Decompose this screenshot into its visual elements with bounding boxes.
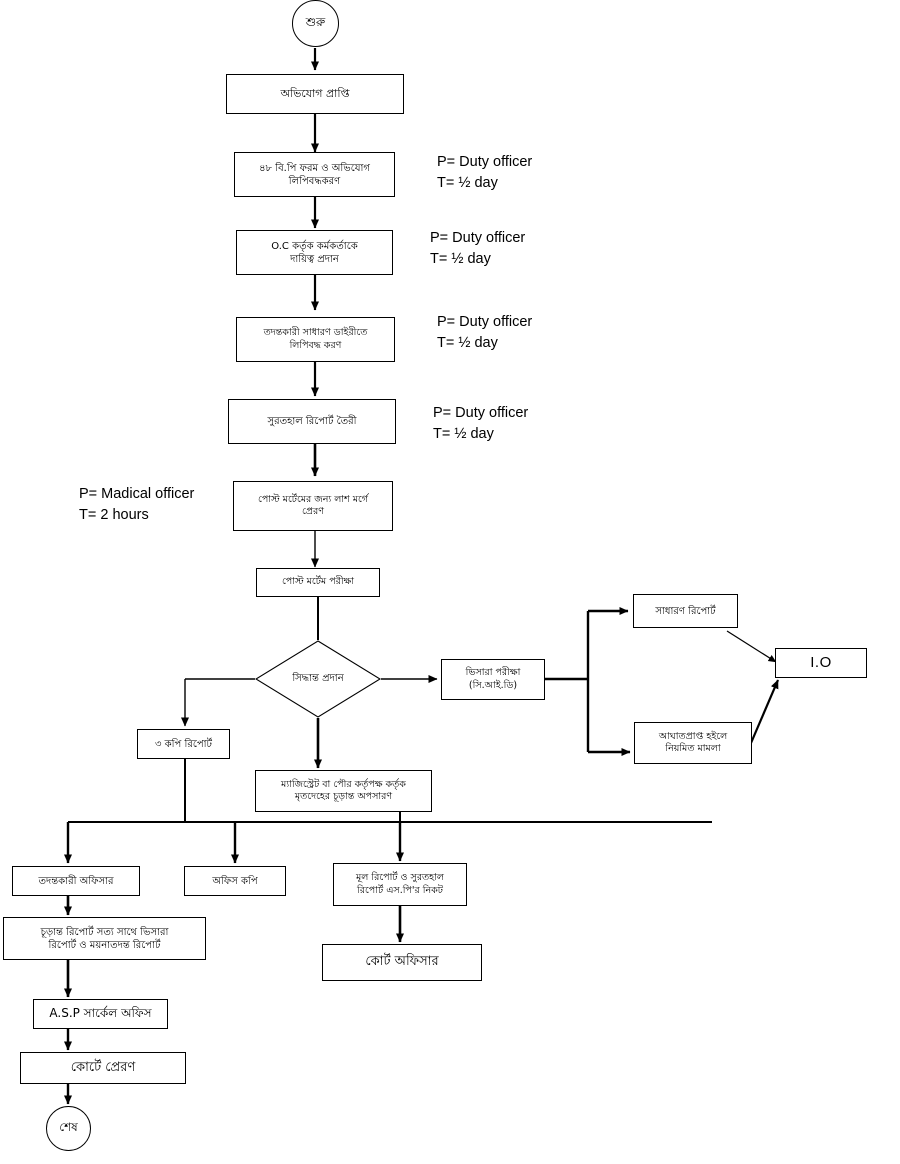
node-general-report[interactable]: সাধারণ রিপোর্ট bbox=[633, 594, 738, 628]
node-final-report[interactable]: চূড়ান্ত রিপোর্ট সত্য সাথে ভিসারারিপোর্ট… bbox=[3, 917, 206, 960]
node-decision-label: সিদ্ধান্ত প্রদান bbox=[292, 672, 344, 684]
node-complaint-receipt-label: অভিযোগ প্রাপ্তি bbox=[280, 86, 350, 100]
node-asp-circle-office[interactable]: A.S.P সার্কেল অফিস bbox=[33, 999, 168, 1029]
node-three-copies-label: ৩ কপি রিপোর্ট bbox=[154, 738, 213, 750]
node-viscera-exam[interactable]: ভিসারা পরীক্ষা(সি.আই.ডি) bbox=[441, 659, 545, 700]
node-general-diary-label: তদন্তকারী সাধারণ ডাইরীতেলিপিবদ্ধ করণ bbox=[263, 327, 368, 351]
node-oc-assign-label: O.C কর্তৃক কর্মকর্তাকেদায়িত্ব প্রদান bbox=[271, 240, 358, 265]
node-injury-case-label: আঘাতপ্রাপ্ত হইলেনিয়মিত মামলা bbox=[658, 730, 728, 754]
node-io[interactable]: I.O bbox=[775, 648, 867, 678]
annotation-duty-officer-1: P= Duty officer T= ½ day bbox=[437, 154, 533, 192]
node-investigating-officer[interactable]: তদন্তকারী অফিসার bbox=[12, 866, 140, 896]
node-inquest-report[interactable]: সুরতহাল রিপোর্ট তৈরী bbox=[228, 399, 396, 444]
node-decision[interactable]: সিদ্ধান্ত প্রদান bbox=[255, 640, 381, 718]
node-send-to-court-label: কোর্টে প্রেরণ bbox=[70, 1059, 136, 1075]
node-postmortem-exam-label: পোস্ট মর্টেম পরীক্ষা bbox=[281, 576, 355, 588]
node-start-label: শুরু bbox=[305, 14, 326, 29]
node-io-label: I.O bbox=[810, 654, 832, 672]
node-court-officer-label: কোর্ট অফিসার bbox=[365, 954, 439, 970]
node-final-report-label: চূড়ান্ত রিপোর্ট সত্য সাথে ভিসারারিপোর্ট… bbox=[40, 926, 169, 951]
node-three-copies[interactable]: ৩ কপি রিপোর্ট bbox=[137, 729, 230, 759]
node-send-morgue[interactable]: পোস্ট মর্টেমের জন্য লাশ মর্গেপ্রেরণ bbox=[233, 481, 393, 531]
node-injury-case[interactable]: আঘাতপ্রাপ্ত হইলেনিয়মিত মামলা bbox=[634, 722, 752, 764]
node-office-copy[interactable]: অফিস কপি bbox=[184, 866, 286, 896]
node-oc-assign[interactable]: O.C কর্তৃক কর্মকর্তাকেদায়িত্ব প্রদান bbox=[236, 230, 393, 275]
node-end-label: শেষ bbox=[59, 1119, 78, 1134]
node-general-report-label: সাধারণ রিপোর্ট bbox=[655, 605, 716, 617]
node-send-morgue-label: পোস্ট মর্টেমের জন্য লাশ মর্গেপ্রেরণ bbox=[257, 493, 369, 517]
node-court-officer[interactable]: কোর্ট অফিসার bbox=[322, 944, 482, 981]
node-investigating-officer-label: তদন্তকারী অফিসার bbox=[38, 875, 114, 887]
decision-diamond-shape bbox=[255, 640, 381, 718]
node-general-diary[interactable]: তদন্তকারী সাধারণ ডাইরীতেলিপিবদ্ধ করণ bbox=[236, 317, 395, 362]
node-send-to-court[interactable]: কোর্টে প্রেরণ bbox=[20, 1052, 186, 1084]
annotation-duty-officer-2: P= Duty officer T= ½ day bbox=[430, 230, 526, 268]
node-complaint-receipt[interactable]: অভিযোগ প্রাপ্তি bbox=[226, 74, 404, 114]
annotation-medical-officer: P= Madical officer T= 2 hours bbox=[79, 486, 195, 524]
annotation-duty-officer-3: P= Duty officer T= ½ day bbox=[437, 314, 533, 352]
node-postmortem-exam[interactable]: পোস্ট মর্টেম পরীক্ষা bbox=[256, 568, 380, 597]
annotation-duty-officer-4: P= Duty officer T= ½ day bbox=[433, 405, 529, 443]
node-end[interactable]: শেষ bbox=[46, 1106, 91, 1151]
node-asp-circle-office-label: A.S.P সার্কেল অফিস bbox=[49, 1006, 152, 1021]
node-viscera-exam-label: ভিসারা পরীক্ষা(সি.আই.ডি) bbox=[465, 667, 521, 691]
node-office-copy-label: অফিস কপি bbox=[212, 875, 258, 887]
node-start[interactable]: শুরু bbox=[292, 0, 339, 47]
node-inquest-report-label: সুরতহাল রিপোর্ট তৈরী bbox=[267, 416, 357, 427]
